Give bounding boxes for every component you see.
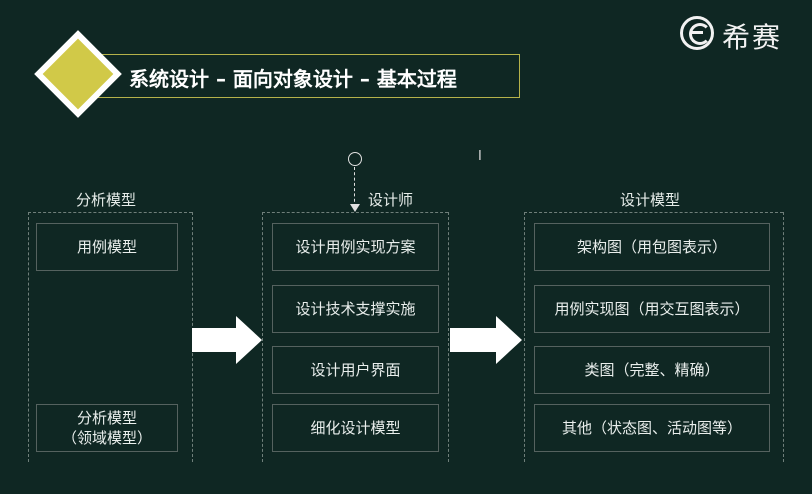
divider-analysis-top <box>28 212 192 213</box>
box-design-item-2-label: 用例实现图（用交互图表示） <box>554 300 750 318</box>
brand-logo: 希赛 <box>680 10 805 54</box>
box-domain-model: 分析模型 （领域模型） <box>36 404 178 452</box>
divider-designer-right <box>448 212 449 462</box>
box-domain-model-line2: （领域模型） <box>61 429 152 447</box>
brand-logo-icon <box>680 16 714 50</box>
designer-actor-icon <box>348 152 362 166</box>
divider-analysis-left <box>28 212 29 462</box>
header-designer: 设计师 <box>368 191 414 209</box>
box-designer-step-3: 设计用户界面 <box>272 346 439 394</box>
actor-arrow-icon <box>350 204 360 212</box>
divider-design-right <box>783 212 784 462</box>
divider-designer-left <box>262 212 263 462</box>
title-diamond-inner-icon <box>42 38 114 110</box>
box-design-item-3-label: 类图（完整、精确） <box>584 361 720 379</box>
box-design-item-1-label: 架构图（用包图表示） <box>576 238 727 256</box>
box-use-case-model: 用例模型 <box>36 223 178 271</box>
divider-design-left <box>524 212 525 462</box>
box-designer-step-2-label: 设计技术支撑实施 <box>295 300 416 318</box>
arrow-right-icon-1 <box>192 316 262 364</box>
brand-logo-text: 希赛 <box>722 21 783 54</box>
box-design-item-2: 用例实现图（用交互图表示） <box>534 285 770 333</box>
slide-title: 系统设计 – 面向对象设计 – 基本过程 <box>129 67 457 91</box>
actor-dashed-line <box>354 167 355 207</box>
box-designer-step-4: 细化设计模型 <box>272 404 439 452</box>
box-designer-step-2: 设计技术支撑实施 <box>272 285 439 333</box>
divider-designer-top <box>262 212 448 213</box>
header-analysis-model: 分析模型 <box>76 191 137 209</box>
box-design-item-3: 类图（完整、精确） <box>534 346 770 394</box>
text-cursor-icon: I <box>478 149 482 164</box>
box-design-item-4: 其他（状态图、活动图等） <box>534 404 770 452</box>
arrow-right-icon-2 <box>450 316 522 364</box>
box-designer-step-3-label: 设计用户界面 <box>310 361 401 379</box>
header-design-model: 设计模型 <box>620 191 681 209</box>
box-use-case-model-label: 用例模型 <box>76 238 137 256</box>
box-design-item-1: 架构图（用包图表示） <box>534 223 770 271</box>
box-design-item-4-label: 其他（状态图、活动图等） <box>561 419 742 437</box>
box-designer-step-1-label: 设计用例实现方案 <box>295 238 416 256</box>
title-banner: 系统设计 – 面向对象设计 – 基本过程 <box>84 54 520 98</box>
box-designer-step-1: 设计用例实现方案 <box>272 223 439 271</box>
box-designer-step-4-label: 细化设计模型 <box>310 419 401 437</box>
box-domain-model-line1: 分析模型 <box>76 409 137 427</box>
divider-design-top <box>524 212 783 213</box>
